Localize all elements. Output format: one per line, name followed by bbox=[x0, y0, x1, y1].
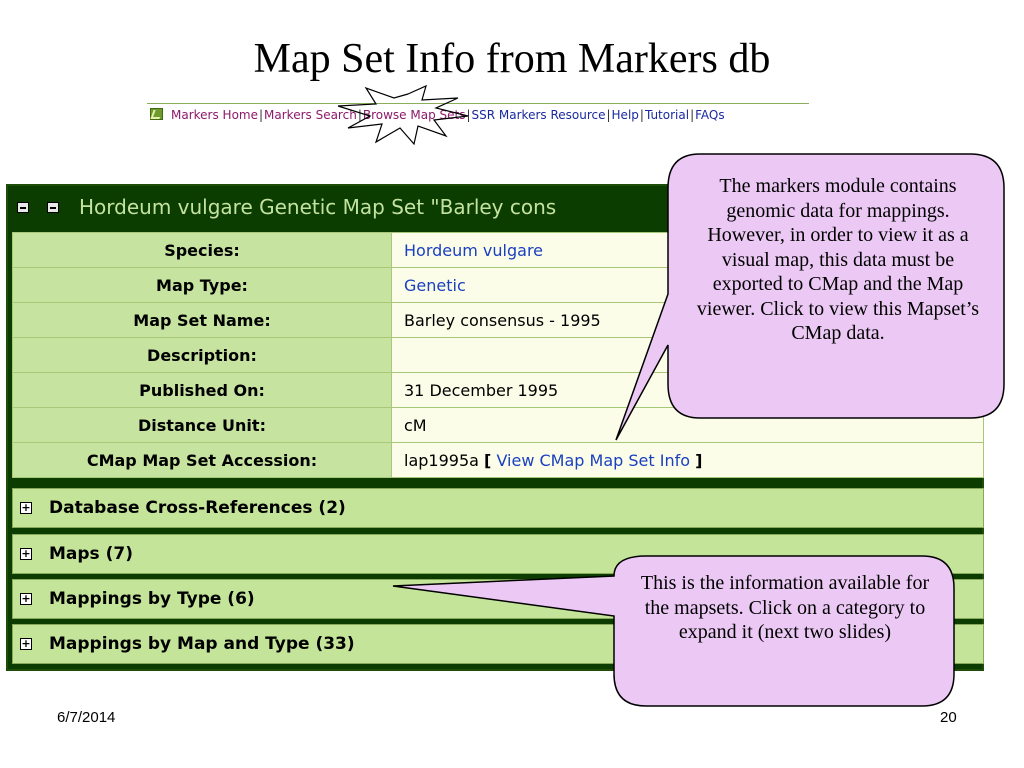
callout-bottom-text: This is the information available for th… bbox=[640, 572, 930, 643]
nav-separator: | bbox=[357, 108, 362, 122]
expand-icon[interactable]: + bbox=[20, 592, 32, 605]
section-label: Mappings by Type (6) bbox=[49, 589, 255, 609]
nav-link-tutorial[interactable]: Tutorial bbox=[644, 108, 690, 122]
row-label: Map Set Name: bbox=[12, 302, 392, 338]
section-database-cross-references[interactable]: + Database Cross-References (2) bbox=[12, 488, 984, 528]
row-value: 31 December 1995 bbox=[391, 372, 984, 408]
nav-separator: | bbox=[639, 108, 644, 122]
nav-link-markers-home[interactable]: Markers Home bbox=[171, 108, 258, 122]
nav-link-markers-search[interactable]: Markers Search bbox=[264, 108, 357, 122]
row-label: Map Type: bbox=[12, 267, 392, 303]
row-label: Published On: bbox=[12, 372, 392, 408]
nav-link-browse-map-sets[interactable]: Browse Map Sets bbox=[362, 108, 466, 122]
species-link[interactable]: Hordeum vulgare bbox=[404, 240, 544, 260]
section-label: Mappings by Map and Type (33) bbox=[49, 634, 355, 654]
bracket-close: ] bbox=[695, 450, 703, 470]
accession-value: lap1995a bbox=[404, 450, 479, 470]
expand-icon[interactable]: + bbox=[20, 501, 32, 514]
section-label: Database Cross-References (2) bbox=[49, 498, 346, 518]
starburst-highlight-icon bbox=[337, 84, 469, 146]
panel-title: Hordeum vulgare Genetic Map Set "Barley … bbox=[79, 195, 557, 219]
markers-nav-bar: Markers Home|Markers Search|Browse Map S… bbox=[147, 103, 809, 130]
nav-link-ssr-markers-resource[interactable]: SSR Markers Resource bbox=[471, 108, 606, 122]
slide-date: 6/7/2014 bbox=[57, 709, 116, 726]
slide-title: Map Set Info from Markers db bbox=[253, 36, 771, 82]
markers-logo-icon bbox=[150, 108, 163, 120]
map-type-link[interactable]: Genetic bbox=[404, 275, 466, 295]
nav-links: Markers Home|Markers Search|Browse Map S… bbox=[171, 108, 725, 122]
expand-icon[interactable]: + bbox=[20, 547, 32, 560]
row-label: Distance Unit: bbox=[12, 407, 392, 443]
callout-top-text: The markers module contains genomic data… bbox=[696, 175, 980, 344]
nav-separator: | bbox=[258, 108, 264, 122]
row-value: cM bbox=[391, 407, 984, 443]
slide-page-number: 20 bbox=[940, 709, 957, 726]
row-label: Species: bbox=[12, 232, 392, 268]
expand-icon[interactable]: + bbox=[20, 637, 32, 650]
collapse-all-icon[interactable] bbox=[17, 202, 29, 213]
nav-link-help[interactable]: Help bbox=[611, 108, 639, 122]
nav-separator: | bbox=[690, 108, 695, 122]
section-maps[interactable]: + Maps (7) bbox=[12, 534, 984, 574]
nav-separator: | bbox=[606, 108, 611, 122]
row-label: CMap Map Set Accession: bbox=[12, 442, 392, 478]
section-label: Maps (7) bbox=[49, 544, 133, 564]
table-row: CMap Map Set Accession: lap1995a [ View … bbox=[12, 442, 984, 478]
table-row: Distance Unit: cM bbox=[12, 407, 984, 443]
collapse-icon[interactable] bbox=[47, 202, 59, 213]
row-label: Description: bbox=[12, 337, 392, 373]
nav-link-faqs[interactable]: FAQs bbox=[695, 108, 725, 122]
nav-separator: | bbox=[466, 108, 471, 122]
view-cmap-map-set-info-link[interactable]: View CMap Map Set Info bbox=[496, 450, 691, 470]
bracket-open: [ bbox=[484, 450, 492, 470]
table-row: Published On: 31 December 1995 bbox=[12, 372, 984, 408]
